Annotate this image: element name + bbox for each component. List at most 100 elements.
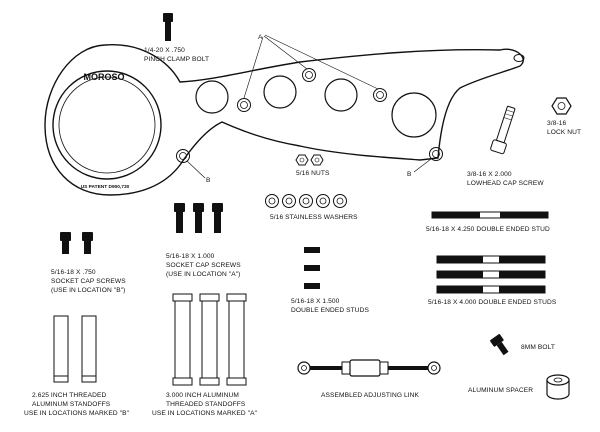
callout-b: B B (186, 158, 432, 184)
cap-750-2-head (82, 232, 93, 241)
standoff-3000-1 (174, 300, 191, 379)
standoff-3000-2 (201, 300, 218, 379)
stud-1500-label-1: 5/16-18 X 1.500 (291, 298, 340, 305)
washer-3-hole (302, 197, 310, 205)
link-eye-right-hole (431, 365, 437, 371)
standoff-2625-label-2: ALUMINUM STANDOFFS (32, 401, 111, 408)
bracket-body (44, 44, 524, 196)
steering-column-ring-outer (52, 70, 162, 180)
standoff-3000-label-2: THREADED STANDOFFS (166, 401, 246, 408)
cap-750-1-head (60, 232, 71, 241)
mount-hole-a-2 (302, 68, 316, 82)
lowhead-screw-head (490, 139, 507, 155)
stainless-washers (265, 194, 347, 208)
standoff-2625-2 (81, 315, 97, 377)
cap-1000-label-1: 5/16-18 X 1.000 (166, 253, 215, 260)
stud-4250-label: 5/16-18 X 4.250 DOUBLE ENDED STUD (426, 226, 550, 233)
stud-4250-thread-left (432, 212, 480, 218)
callout-a-letter: A (258, 34, 263, 41)
lightening-hole-4 (391, 92, 437, 138)
stud-4000-1-thread-l (437, 256, 483, 263)
mounting-bracket: MOROSO US PATENT D900,730 (44, 44, 525, 196)
pinch-bolt-head (163, 13, 173, 22)
nut-516-2 (310, 154, 324, 166)
cap-1000-2-head (193, 203, 204, 212)
mount-hole-b-1-inner (179, 152, 187, 160)
spacer-label: ALUMINUM SPACER (468, 387, 533, 394)
cap-1000-2-shank (195, 211, 202, 233)
mount-hole-b-1 (176, 149, 190, 163)
bracket-end-slot (513, 54, 525, 62)
standoff-3000-1-top (172, 293, 193, 302)
callout-b-letter-left: B (206, 177, 211, 184)
aluminum-spacer (546, 374, 570, 400)
stud-1500-2 (304, 265, 320, 271)
lowhead-thread-1 (506, 109, 514, 113)
nut-516-1-bore (299, 157, 305, 163)
cap-750-2-shank (84, 240, 91, 254)
stud-1500-1 (304, 247, 320, 253)
washer-1-hole (268, 197, 276, 205)
leader-b-2 (413, 158, 432, 173)
standoff-2625-label-1: 2.625 INCH THREADED (32, 392, 106, 399)
link-eye-left-hole (301, 365, 307, 371)
bolt-8mm-shank (496, 341, 509, 356)
link-eye-right (427, 361, 441, 375)
cap-750-1-shank (62, 240, 69, 254)
lowhead-cap-screw (490, 105, 516, 155)
stud-4250-thread-right (500, 212, 548, 218)
socket-cap-screws-750 (60, 232, 93, 254)
stud-1500-3 (304, 283, 320, 289)
standoff-2625-1-bottom (53, 375, 69, 383)
stud-4000-2-thread-r (499, 271, 545, 278)
standoff-3000-3 (228, 300, 245, 379)
lock-nut-bore (557, 102, 566, 110)
standoff-3000-label-1: 3.000 INCH ALUMINUM (166, 392, 239, 399)
bolt-8mm (490, 334, 509, 356)
steering-column-ring-inner (58, 76, 156, 174)
mount-hole-a-1 (237, 98, 251, 112)
pinch-bolt-shank (165, 21, 171, 41)
cap-1000-1-shank (176, 211, 183, 233)
lightening-hole-1 (195, 80, 229, 114)
leader-a-2 (263, 35, 308, 70)
stud-4000-3-thread-l (437, 286, 483, 293)
lowhead-label-1: 3/8-16 X 2.000 (467, 171, 512, 178)
adj-link-label: ASSEMBLED ADJUSTING LINK (321, 392, 420, 399)
cap-1000-label-2: SOCKET CAP SCREWS (166, 262, 241, 269)
spacer-top (546, 374, 570, 386)
mount-hole-a-2-inner (305, 71, 313, 79)
lowhead-thread-3 (503, 117, 512, 121)
standoff-3000-1-bottom (172, 377, 193, 386)
pinch-clamp-bolt (163, 13, 173, 41)
leader-a-1 (243, 36, 264, 99)
washers-label: 5/16 STAINLESS WASHERS (270, 214, 358, 221)
mount-hole-b-2-inner (432, 150, 440, 158)
lowhead-label-2: LOWHEAD CAP SCREW (467, 180, 544, 187)
standoffs-2625 (53, 315, 97, 383)
link-rod-left (310, 366, 352, 370)
lock-nut-label-1: 3/8-16 (547, 120, 567, 127)
washer-4-hole (319, 197, 327, 205)
studs-1500 (304, 247, 320, 289)
washer-5-hole (336, 197, 344, 205)
lock-nut-hex (551, 97, 572, 115)
nuts-516-label: 5/16 NUTS (296, 170, 330, 177)
standoffs-3000 (172, 293, 247, 386)
bolt-8mm-label: 8MM BOLT (521, 344, 555, 351)
lowhead-thread-2 (504, 113, 513, 117)
bracket-brand: MOROSO (83, 72, 124, 82)
mount-hole-a-3-inner (376, 91, 384, 99)
spacer-bore (553, 377, 563, 383)
standoff-3000-2-bottom (199, 377, 220, 386)
nut-516-2-bore (314, 157, 320, 163)
nut-516-1 (295, 154, 309, 166)
mount-hole-a-1-inner (240, 101, 248, 109)
stud-4000-3-thread-r (499, 286, 545, 293)
cap-750-label-2: SOCKET CAP SCREWS (51, 278, 126, 285)
lightening-hole-3 (324, 78, 358, 112)
mount-hole-a-3 (373, 88, 387, 102)
standoff-3000-label-3: USE IN LOCATIONS MARKED "A" (152, 410, 258, 417)
standoff-2625-1 (53, 315, 69, 377)
